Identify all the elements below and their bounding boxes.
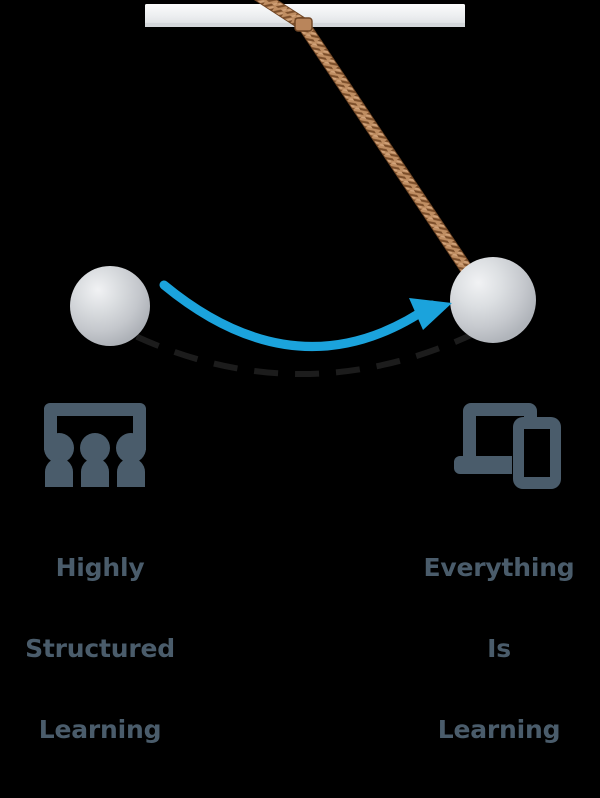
swing-direction-arrow <box>159 280 452 351</box>
rope-right <box>298 21 475 278</box>
devices-icon <box>454 403 561 489</box>
pendulum-diagram-canvas: Highly Structured Learning Everything Is… <box>25 0 575 743</box>
swing-dashed-arc <box>98 315 507 377</box>
pendulum-ball-left <box>70 266 150 346</box>
rope-pivot-knot <box>294 17 313 32</box>
label-left-line-3: Learning <box>38 715 162 744</box>
label-right-line-1: Everything <box>423 553 575 582</box>
classroom-icon <box>44 403 146 487</box>
pendulum-ball-right <box>450 257 536 343</box>
label-left-line-1: Highly <box>55 553 145 582</box>
label-left: Highly Structured Learning <box>0 500 200 797</box>
label-left-line-2: Structured <box>25 634 175 663</box>
label-right-line-3: Learning <box>437 715 561 744</box>
diagram-svg <box>39 0 561 489</box>
label-right: Everything Is Learning <box>398 500 600 797</box>
label-right-line-2: Is <box>487 634 511 663</box>
